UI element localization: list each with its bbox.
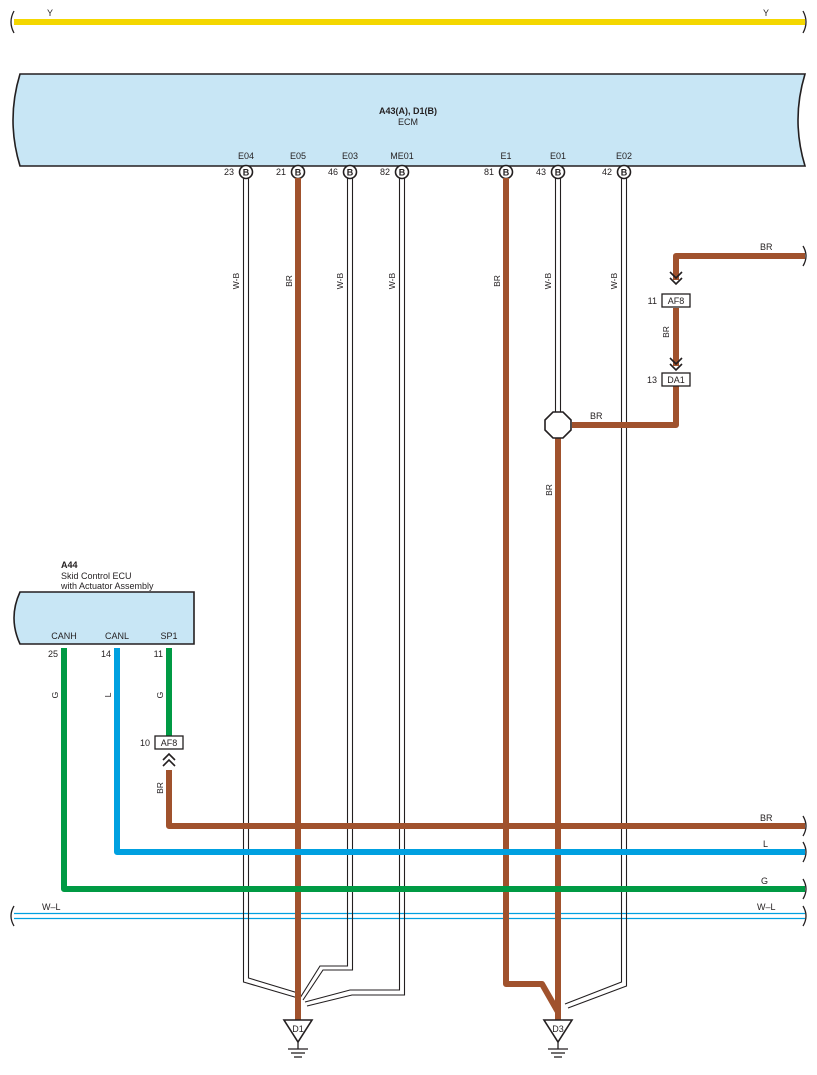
terminal-name-e05: E05	[290, 151, 306, 161]
top-wire-label-left: Y	[47, 8, 53, 18]
vertical-wire-labels: W-B BR W-B W-B BR W-B W-B BR BR BR G L G…	[50, 242, 773, 794]
wire-label-br: BR	[492, 275, 502, 287]
skid-ecu-line1: Skid Control ECU	[61, 571, 132, 581]
can-wires	[61, 648, 805, 892]
af8-lower-id: AF8	[161, 738, 178, 748]
skid-ecu-line2: with Actuator Assembly	[60, 581, 154, 591]
terminal-connector-b: B	[498, 164, 514, 180]
wire-break-l	[802, 841, 807, 863]
da1-id: DA1	[667, 375, 685, 385]
terminal-name-me01: ME01	[390, 151, 414, 161]
terminal-name-e1: E1	[500, 151, 511, 161]
da1-pin: 13	[647, 375, 657, 385]
af8-upper-pin: 11	[648, 296, 657, 306]
svg-text:B: B	[503, 168, 510, 178]
af8-lower-pin: 10	[140, 738, 150, 748]
wire-label-br: BR	[544, 484, 554, 496]
wire-label-br: BR	[155, 782, 165, 794]
wire-label-wb: W-B	[387, 272, 397, 289]
ecm-terminals: E04 23 B E05 21 B E03 46 B ME01 82 B E1 …	[224, 151, 632, 180]
wire-label-wb: W-B	[231, 272, 241, 289]
terminal-pin-43: 43	[536, 167, 546, 177]
terminal-connector-b: B	[290, 164, 306, 180]
wire-break-g	[802, 878, 807, 900]
br-wires	[166, 178, 805, 1020]
skid-pin-11: 11	[154, 649, 163, 659]
top-y-wire: Y Y	[10, 8, 807, 34]
svg-text:B: B	[555, 168, 562, 178]
skid-terminal-sp1: SP1	[160, 631, 177, 641]
terminal-name-e02: E02	[616, 151, 632, 161]
terminal-pin-42: 42	[602, 167, 612, 177]
ground-d1-label: D1	[292, 1024, 304, 1034]
terminal-connector-b: B	[342, 164, 358, 180]
wire-label-g: G	[155, 692, 165, 699]
connector-da1: DA1 13	[647, 357, 691, 387]
svg-text:B: B	[347, 168, 354, 178]
w-b-wires	[242, 178, 628, 1009]
terminal-pin-46: 46	[328, 167, 338, 177]
ecm-name: ECM	[398, 117, 418, 127]
terminal-connector-b: B	[616, 164, 632, 180]
ecm-connector-label: A43(A), D1(B)	[379, 106, 437, 116]
junction-connector	[544, 411, 572, 439]
terminal-pin-81: 81	[484, 167, 494, 177]
skid-pin-14: 14	[101, 649, 111, 659]
skid-pin-25: 25	[48, 649, 58, 659]
ground-d3-label: D3	[552, 1024, 564, 1034]
terminal-name-e01: E01	[550, 151, 566, 161]
svg-text:B: B	[243, 168, 250, 178]
terminal-pin-23: 23	[224, 167, 234, 177]
bus-wires: W–L W–L	[10, 902, 807, 927]
top-wire-label-right: Y	[763, 8, 769, 18]
wire-label-br: BR	[760, 242, 773, 252]
terminal-connector-b: B	[550, 164, 566, 180]
terminal-pin-82: 82	[380, 167, 390, 177]
svg-text:B: B	[399, 168, 406, 178]
wire-label-l: L	[103, 692, 113, 697]
skid-terminal-canl: CANL	[105, 631, 129, 641]
terminal-connector-b: B	[238, 164, 254, 180]
bus-wl-label-right: W–L	[757, 902, 776, 912]
wire-label-wb: W-B	[609, 272, 619, 289]
terminal-connector-b: B	[394, 164, 410, 180]
svg-text:B: B	[621, 168, 628, 178]
bus-wl-label-left: W–L	[42, 902, 61, 912]
wire-label-br: BR	[284, 275, 294, 287]
bus-br-label: BR	[760, 813, 773, 823]
skid-control-ecu-block: A44 Skid Control ECU with Actuator Assem…	[13, 560, 195, 659]
wire-label-br: BR	[661, 326, 671, 338]
terminal-name-e03: E03	[342, 151, 358, 161]
bus-g-label: G	[761, 876, 768, 886]
wire-label-br: BR	[590, 411, 603, 421]
terminal-pin-21: 21	[276, 167, 286, 177]
ground-d3: D3	[542, 1019, 574, 1058]
af8-upper-id: AF8	[668, 296, 685, 306]
wire-label-g: G	[50, 692, 60, 699]
wire-break-upper-br	[802, 245, 807, 267]
ecm-block: A43(A), D1(B) ECM	[12, 73, 807, 167]
connector-af8-upper: AF8 11	[648, 271, 691, 308]
skid-terminal-canh: CANH	[51, 631, 77, 641]
bus-l-label: L	[763, 839, 768, 849]
wire-label-wb: W-B	[335, 272, 345, 289]
skid-ecu-id: A44	[61, 560, 78, 570]
connector-af8-lower: AF8 10	[140, 735, 184, 767]
svg-text:B: B	[295, 168, 302, 178]
wire-break-br	[802, 815, 807, 837]
ground-d1: D1	[282, 1019, 314, 1058]
terminal-name-e04: E04	[238, 151, 254, 161]
wire-label-wb: W-B	[543, 272, 553, 289]
